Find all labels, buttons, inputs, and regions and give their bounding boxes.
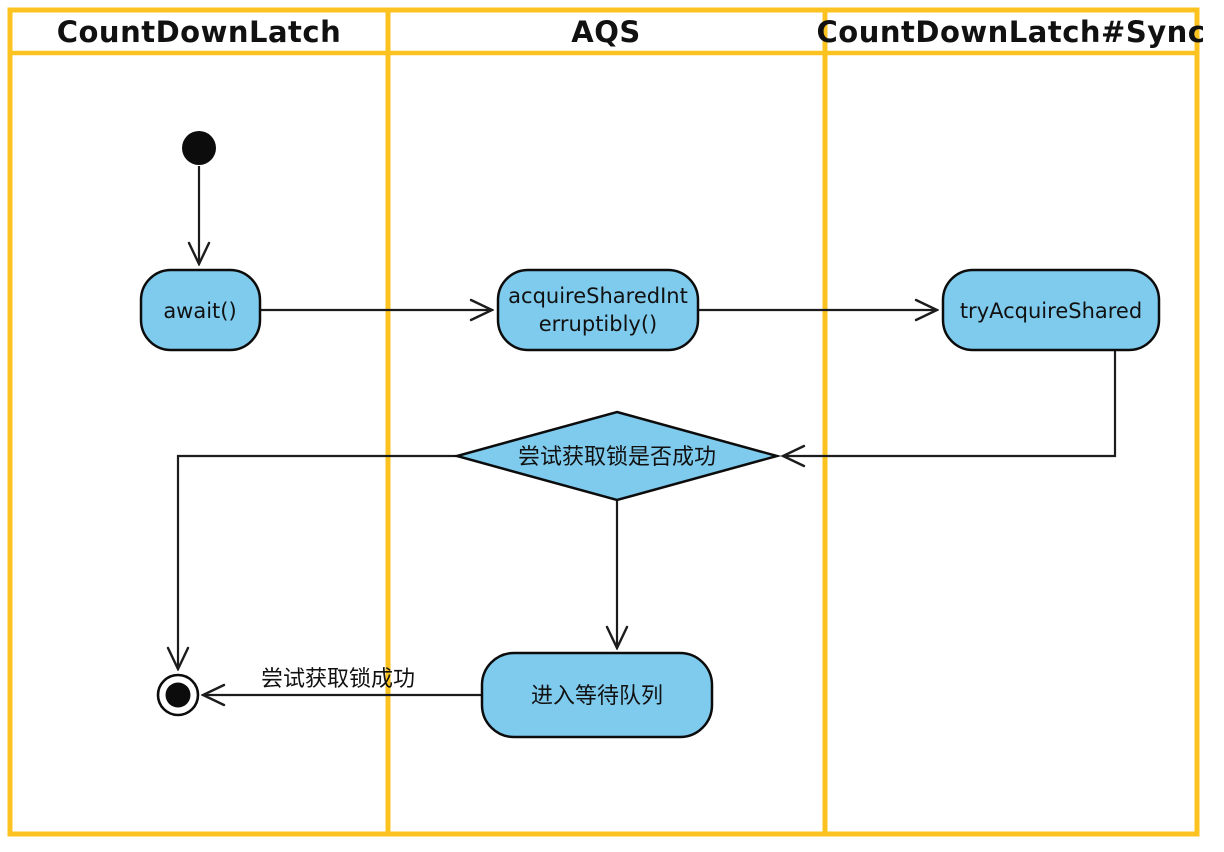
start-state-node: [182, 131, 216, 165]
node-await-shape: [139, 268, 262, 352]
node-waitqueue: 进入等待队列: [480, 651, 714, 739]
node-acquireshared: acquireSharedInt erruptibly(): [496, 268, 700, 352]
swimlane-frame: [7, 7, 1200, 837]
edge-label-acquire-success: 尝试获取锁成功: [261, 667, 415, 692]
lane-headers: CountDownLatch AQS CountDownLatch#Sync: [57, 15, 1206, 49]
node-tryacquireshared: tryAcquireShared: [941, 268, 1161, 352]
node-acquireshared-label-line1: acquireSharedInt: [508, 284, 688, 308]
node-waitqueue-label: 进入等待队列: [531, 684, 663, 709]
node-await: await(): [139, 268, 262, 352]
node-decision-shape: [452, 410, 782, 502]
node-tryacquireshared-shape: [941, 268, 1161, 352]
edge-decision-to-end: [178, 454, 457, 669]
node-tryacquireshared-label: tryAcquireShared: [960, 299, 1142, 323]
edges: 尝试获取锁成功: [178, 166, 1117, 695]
lane-title-aqs: AQS: [571, 15, 640, 49]
swimlane-outer-border: [7, 7, 1200, 837]
node-acquireshared-shape: [496, 268, 700, 352]
edge-tryacquireshared-to-decision: [783, 351, 1117, 456]
node-await-label: await(): [163, 299, 236, 323]
node-acquireshared-label-line2: erruptibly(): [539, 312, 658, 336]
end-state-inner-dot: [165, 682, 191, 708]
end-state-node: [156, 673, 200, 717]
lane-title-countdownlatch: CountDownLatch: [57, 15, 342, 49]
node-decision: 尝试获取锁是否成功: [452, 410, 782, 502]
node-waitqueue-shape: [480, 651, 714, 739]
lane-title-countdownlatch-sync: CountDownLatch#Sync: [817, 15, 1206, 49]
node-decision-label: 尝试获取锁是否成功: [518, 445, 716, 470]
